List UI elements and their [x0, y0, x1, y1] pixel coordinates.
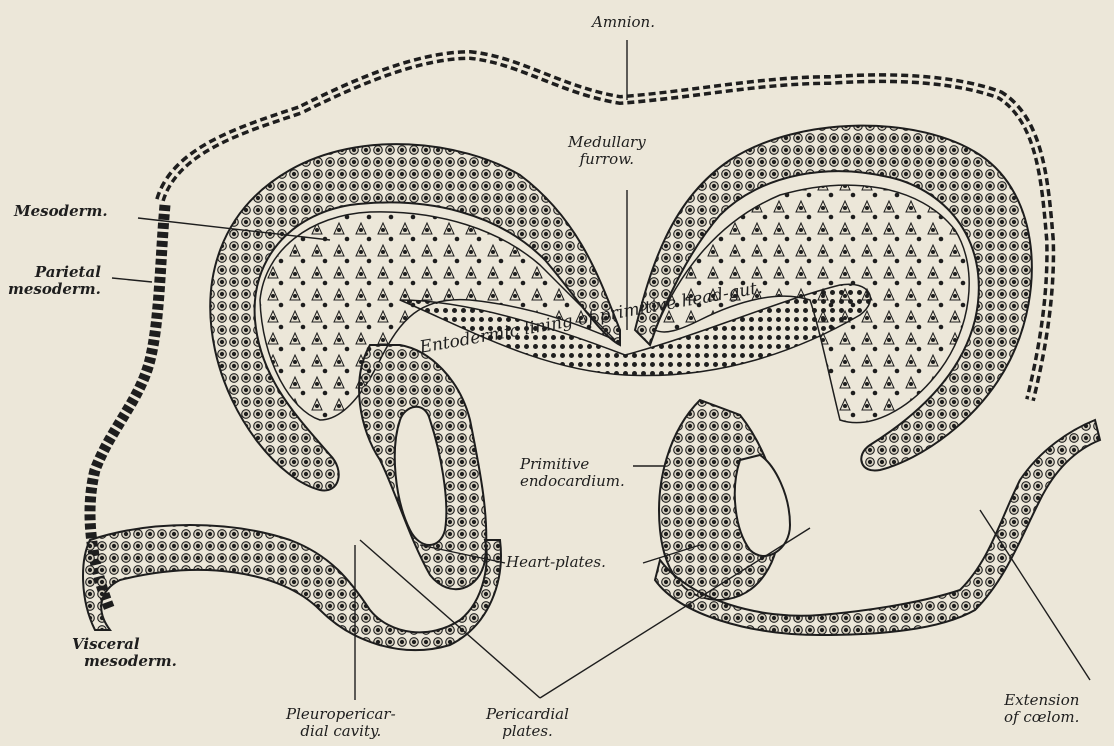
label-extension-coelom-line2: of cœlom. — [1004, 709, 1079, 726]
label-parietal-mesoderm-line2: mesoderm. — [8, 281, 101, 298]
label-extension-of-coelom: Extension of cœlom. — [1004, 692, 1079, 726]
label-visceral-mesoderm-line1: Visceral — [72, 636, 177, 653]
label-medullary-furrow-line1: Medullary — [568, 134, 646, 151]
label-visceral-mesoderm-line2: mesoderm. — [72, 653, 177, 670]
label-primitive-endocardium-line2: endocardium. — [520, 473, 625, 490]
label-medullary-furrow: Medullary furrow. — [568, 134, 646, 168]
label-pleuropericardial-line1: Pleuropericar- — [286, 706, 396, 723]
label-pericardial-plates-line2: plates. — [486, 723, 569, 740]
label-heart-plates: Heart-plates. — [506, 554, 606, 571]
leader-parietal-mesoderm — [112, 278, 152, 282]
label-medullary-furrow-line2: furrow. — [568, 151, 646, 168]
label-primitive-endocardium-line1: Primitive — [520, 456, 625, 473]
label-parietal-mesoderm: Parietal mesoderm. — [8, 264, 101, 298]
label-pericardial-plates-line1: Pericardial — [486, 706, 569, 723]
label-mesoderm: Mesoderm. — [14, 203, 108, 220]
leader-extension-coelom — [980, 510, 1090, 680]
label-pleuropericardial-cavity: Pleuropericar- dial cavity. — [286, 706, 396, 740]
label-pericardial-plates: Pericardial plates. — [486, 706, 569, 740]
label-visceral-mesoderm: Visceral mesoderm. — [72, 636, 177, 670]
label-parietal-mesoderm-line1: Parietal — [8, 264, 101, 281]
label-pleuropericardial-line2: dial cavity. — [286, 723, 396, 740]
label-extension-coelom-line1: Extension — [1004, 692, 1079, 709]
label-amnion: Amnion. — [592, 14, 655, 31]
label-primitive-endocardium: Primitive endocardium. — [520, 456, 625, 490]
